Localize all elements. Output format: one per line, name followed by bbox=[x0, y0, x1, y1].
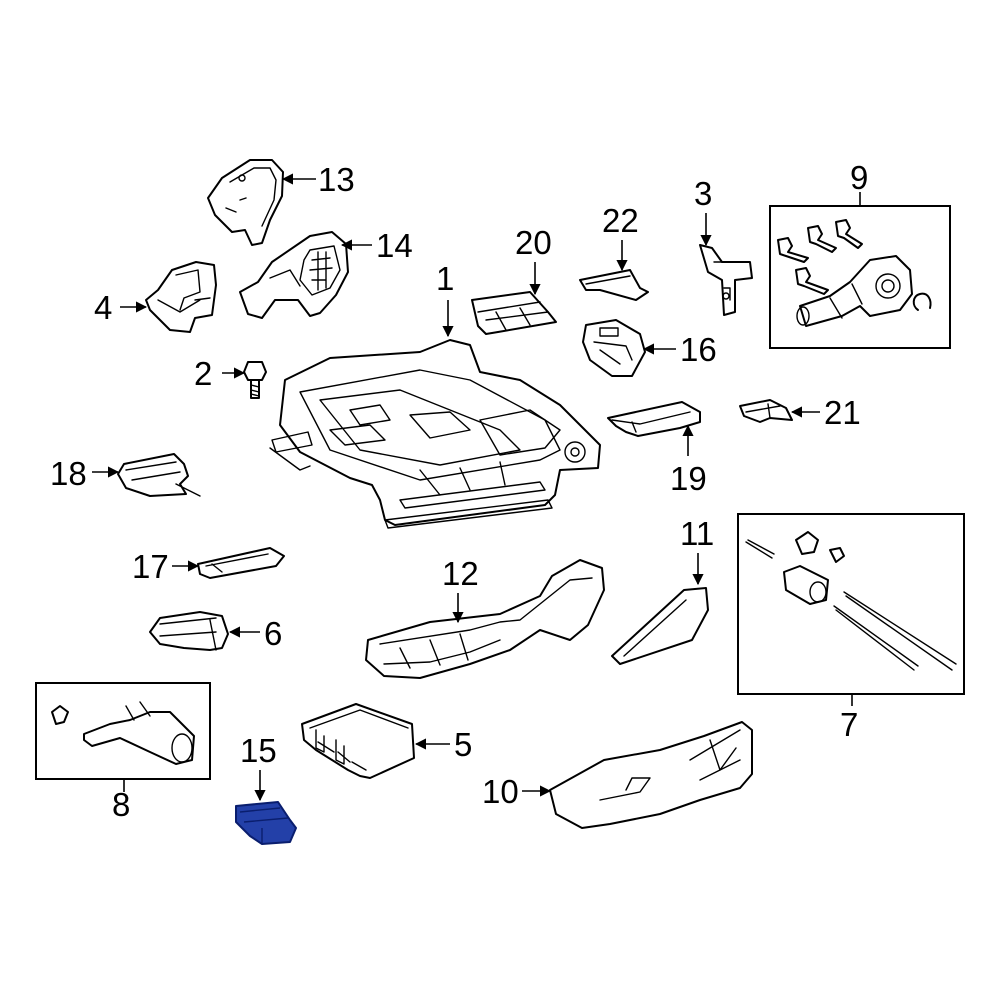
bolt-part-2[interactable] bbox=[243, 361, 267, 399]
clip-part-22[interactable] bbox=[579, 269, 649, 301]
label-21: 21 bbox=[824, 394, 861, 431]
side-cover-part-4[interactable] bbox=[145, 261, 217, 333]
lower-trim-part-10[interactable] bbox=[549, 721, 753, 829]
label-20: 20 bbox=[515, 224, 552, 261]
label-7: 7 bbox=[840, 706, 858, 743]
label-14: 14 bbox=[376, 227, 413, 264]
inner-shield-part-14[interactable] bbox=[239, 231, 349, 319]
box-part-7[interactable] bbox=[737, 513, 965, 695]
module-part-6[interactable] bbox=[149, 611, 229, 651]
rail-cover-part-19[interactable] bbox=[607, 401, 701, 437]
label-18: 18 bbox=[50, 455, 87, 492]
label-5: 5 bbox=[454, 726, 472, 763]
bracket-part-3[interactable] bbox=[699, 244, 753, 316]
label-9: 9 bbox=[850, 159, 868, 196]
label-1: 1 bbox=[436, 260, 454, 297]
label-8: 8 bbox=[112, 786, 130, 823]
panel-part-11[interactable] bbox=[611, 587, 709, 665]
label-10: 10 bbox=[482, 773, 519, 810]
label-17: 17 bbox=[132, 548, 169, 585]
cover-part-18[interactable] bbox=[117, 453, 201, 497]
clip-part-21[interactable] bbox=[739, 399, 793, 423]
label-2: 2 bbox=[194, 355, 212, 392]
control-module-part-5[interactable] bbox=[301, 703, 415, 779]
label-15: 15 bbox=[240, 732, 277, 769]
label-6: 6 bbox=[264, 615, 282, 652]
seat-frame-part-1[interactable] bbox=[269, 339, 601, 529]
shield-part-13[interactable] bbox=[207, 159, 284, 246]
pad-part-15-highlighted[interactable] bbox=[235, 801, 297, 845]
label-19: 19 bbox=[670, 460, 707, 497]
trim-part-17[interactable] bbox=[197, 547, 285, 579]
box-part-8[interactable] bbox=[35, 682, 211, 780]
box-part-9[interactable] bbox=[769, 205, 951, 349]
label-4: 4 bbox=[94, 289, 112, 326]
pad-part-20[interactable] bbox=[471, 291, 557, 335]
label-3: 3 bbox=[694, 175, 712, 212]
label-16: 16 bbox=[680, 331, 717, 368]
label-22: 22 bbox=[602, 202, 639, 239]
label-11: 11 bbox=[680, 515, 714, 552]
label-12: 12 bbox=[442, 555, 479, 592]
label-13: 13 bbox=[318, 161, 355, 198]
switch-part-16[interactable] bbox=[582, 319, 646, 377]
side-trim-part-12[interactable] bbox=[365, 559, 605, 679]
